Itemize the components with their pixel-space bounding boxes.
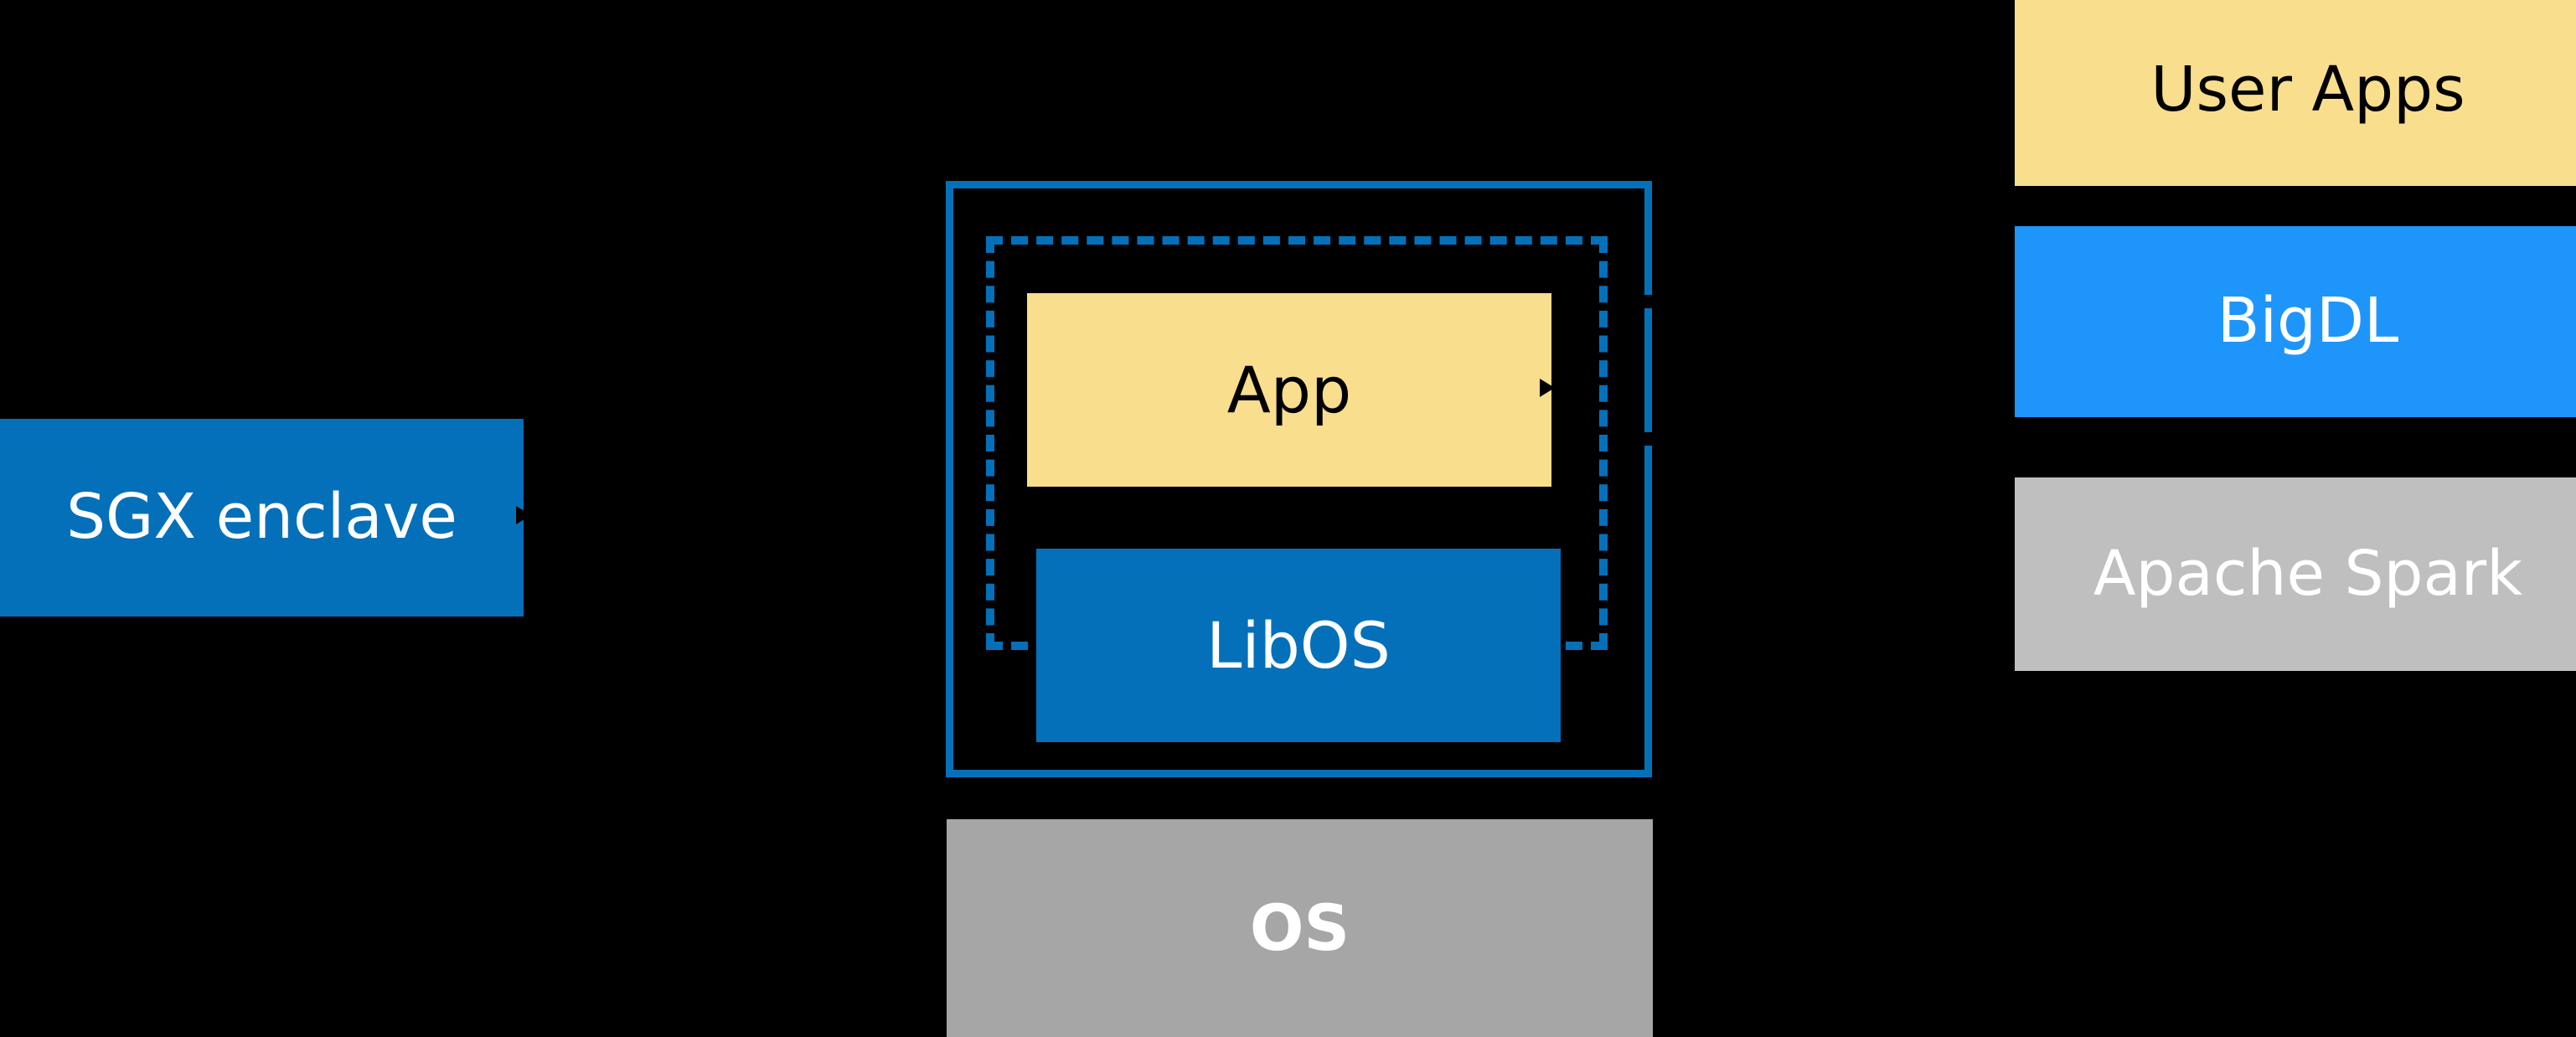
enclave-outer-frame — [946, 181, 1652, 777]
user-apps-box[interactable]: User Apps — [2015, 0, 2576, 186]
frame-break-notch-upper — [1638, 295, 1661, 308]
frame-break-notch-lower — [1638, 432, 1661, 446]
app-box[interactable]: App — [1027, 293, 1551, 487]
os-box[interactable]: OS — [947, 819, 1653, 1037]
libos-box[interactable]: LibOS — [1036, 549, 1561, 742]
sgx-enclave-label: SGX enclave — [66, 481, 457, 554]
apache-spark-label: Apache Spark — [2093, 537, 2523, 610]
bigdl-box[interactable]: BigDL — [2015, 226, 2576, 417]
apache-spark-box[interactable]: Apache Spark — [2015, 477, 2576, 671]
sgx-enclave-arrow-icon — [516, 506, 531, 524]
app-arrow-icon — [1540, 379, 1555, 397]
bigdl-label: BigDL — [2217, 285, 2399, 358]
app-label: App — [1226, 352, 1352, 427]
user-apps-label: User Apps — [2150, 54, 2465, 126]
os-label: OS — [1249, 890, 1350, 966]
libos-label: LibOS — [1206, 607, 1391, 683]
sgx-enclave-box[interactable]: SGX enclave — [0, 419, 524, 617]
